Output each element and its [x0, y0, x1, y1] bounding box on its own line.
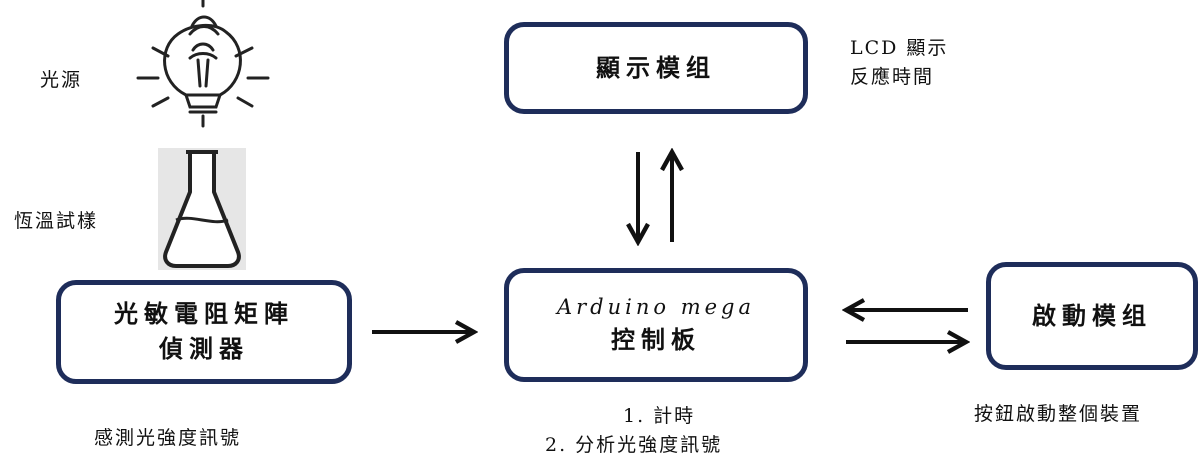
label-lcd-line2: 反應時間: [850, 66, 935, 89]
node-sensor-line1: 光敏電阻矩陣: [114, 299, 294, 329]
node-sensor-line2: 偵測器: [159, 334, 249, 363]
node-arduino-line1: Arduino mega: [556, 295, 756, 320]
light-bulb-icon: [136, 0, 270, 128]
node-display-module: 顯示模组: [504, 22, 808, 114]
label-button-start: 按鈕啟動整個裝置: [974, 403, 1143, 425]
label-lcd-line1: LCD 顯示: [850, 37, 949, 59]
node-light-sensor-detector: 光敏電阻矩陣 偵測器: [56, 280, 352, 384]
label-arduino-note-1: 1. 計時: [623, 405, 696, 427]
node-arduino-board: Arduino mega 控制板: [504, 268, 808, 382]
node-arduino-line2: 控制板: [611, 324, 701, 354]
label-lcd-display: LCD 顯示 反應時間: [850, 34, 948, 93]
label-light-source: 光源: [40, 69, 83, 91]
label-arduino-notes: 1. 計時 2. 分析光強度訊號: [545, 402, 722, 461]
flask-icon: [158, 148, 246, 270]
label-constant-temp-sample: 恆溫試樣: [14, 210, 99, 232]
node-display-title: 顯示模组: [596, 52, 716, 82]
node-start-title: 啟動模组: [1032, 300, 1152, 330]
label-sense-light-signal: 感測光強度訊號: [94, 427, 242, 449]
label-arduino-note-2: 2. 分析光強度訊號: [545, 434, 723, 457]
node-start-module: 啟動模组: [986, 262, 1198, 370]
